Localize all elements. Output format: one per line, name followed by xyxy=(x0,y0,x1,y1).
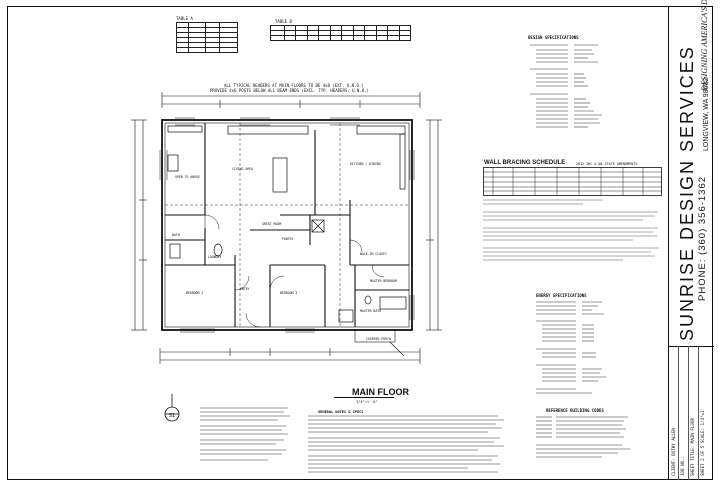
room-label: PANTRY xyxy=(282,237,294,241)
table-b xyxy=(270,25,412,41)
energy-specs-title: ENERGY SPECIFICATIONS xyxy=(536,293,587,298)
reference-codes-text xyxy=(536,416,630,458)
table-a-title: TABLE A xyxy=(176,16,193,21)
room-label: LAUNDRY xyxy=(208,255,222,259)
reference-codes-title: REFERENCE BUILDING CODES xyxy=(546,408,604,413)
room-label: KITCHEN / DINING xyxy=(350,162,381,166)
drawing-title-underline xyxy=(334,397,394,398)
title-block-info: CLIENT: BOTHY ALLEN JOB NO.: SHEET TITLE… xyxy=(669,346,714,480)
header-note-2: PROVIDE 4x6 POSTS BELOW ALL BEAM ENDS (E… xyxy=(210,88,369,93)
energy-specs-text xyxy=(536,301,606,394)
room-label: MASTER BEDROOM xyxy=(370,279,397,283)
general-notes-text xyxy=(200,407,504,473)
table-a xyxy=(176,22,239,53)
room-label: COVERED PORCH xyxy=(366,337,391,341)
firm-logo-panel: SUNRISE DESIGN SERVICES PHONE: (360) 356… xyxy=(669,0,714,347)
room-label: OPEN TO ABOVE xyxy=(175,175,200,179)
drawing-sheet-border xyxy=(7,6,713,480)
drawing-title: MAIN FLOOR xyxy=(352,387,409,397)
drawing-scale: 1/4"=1'-0" xyxy=(356,400,378,404)
title-block: SUNRISE DESIGN SERVICES PHONE: (360) 356… xyxy=(668,0,714,480)
header-note-1: ALL TYPICAL HEADERS AT MAIN FLOORS TO BE… xyxy=(224,83,364,88)
room-label: BEDROOM 2 xyxy=(186,291,203,295)
room-label: LIVING AREA xyxy=(232,167,253,171)
room-label: BEDROOM 3 xyxy=(280,291,297,295)
general-notes-title: GENERAL NOTES & SPECS xyxy=(318,410,364,414)
wall-bracing-table xyxy=(483,167,662,261)
table-b-title: TABLE B xyxy=(275,19,292,24)
design-specs-title: DESIGN SPECIFICATIONS xyxy=(528,35,579,40)
design-specs-text xyxy=(530,44,602,128)
room-label: ENTRY xyxy=(240,287,250,291)
room-label: GREAT ROOM xyxy=(262,222,281,226)
wall-bracing-title: WALL BRACING SCHEDULE xyxy=(484,160,566,166)
room-label: WALK-IN CLOSET xyxy=(360,252,387,256)
room-label: MASTER BATH xyxy=(360,309,381,313)
room-label: BATH xyxy=(172,233,180,237)
section-marker-label: S1 xyxy=(169,413,175,419)
wall-bracing-note: 2012 IRC & WA STATE AMENDMENTS xyxy=(576,162,638,166)
